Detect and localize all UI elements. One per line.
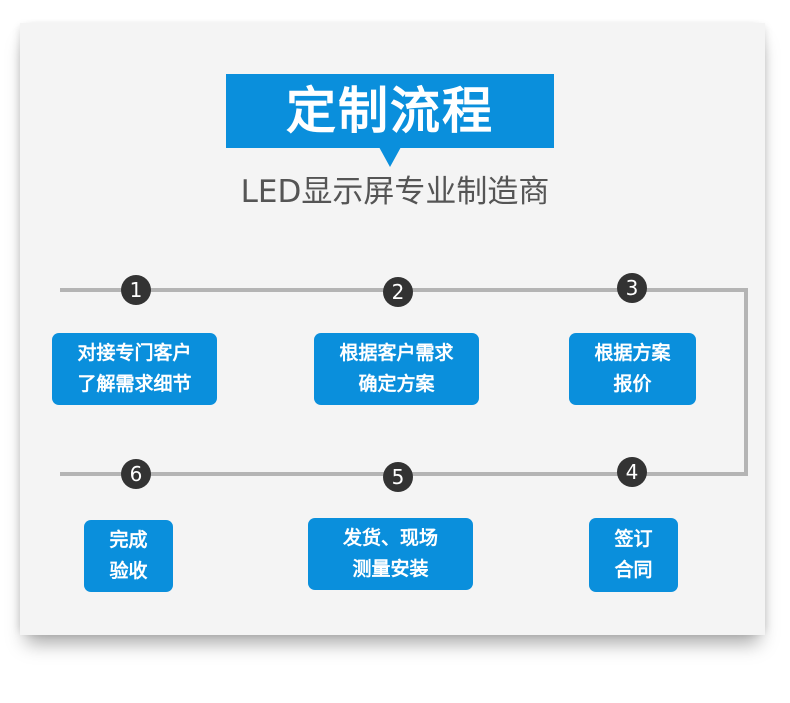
step-number-3: 3 [617, 273, 647, 303]
step-line: 签订 [614, 528, 653, 550]
step-number-1: 1 [121, 275, 151, 305]
step-line: 了解需求细节 [77, 373, 192, 395]
step-box-4: 签订合同 [589, 518, 678, 592]
step-line: 根据方案 [594, 342, 671, 364]
step-line: 报价 [613, 373, 652, 395]
step-number-6: 6 [121, 459, 151, 489]
step-line: 测量安装 [352, 558, 429, 580]
step-line: 确定方案 [358, 373, 435, 395]
page-title: 定制流程 [226, 74, 554, 148]
step-line: 发货、现场 [342, 527, 438, 549]
step-number-2: 2 [383, 277, 413, 307]
step-box-1: 对接专门客户了解需求细节 [52, 333, 217, 405]
step-box-3: 根据方案报价 [569, 333, 696, 405]
step-box-2: 根据客户需求确定方案 [314, 333, 479, 405]
step-line: 完成 [109, 529, 148, 551]
step-line: 验收 [109, 560, 148, 582]
step-line: 根据客户需求 [339, 342, 454, 364]
step-box-5: 发货、现场测量安装 [308, 518, 473, 590]
step-line: 合同 [614, 559, 653, 581]
step-number-4: 4 [617, 457, 647, 487]
step-box-6: 完成验收 [84, 520, 173, 592]
connector-right [744, 288, 748, 476]
step-number-5: 5 [383, 462, 413, 492]
step-line: 对接专门客户 [77, 342, 192, 364]
title-pointer [379, 147, 401, 167]
subtitle: LED显示屏专业制造商 [240, 174, 550, 210]
